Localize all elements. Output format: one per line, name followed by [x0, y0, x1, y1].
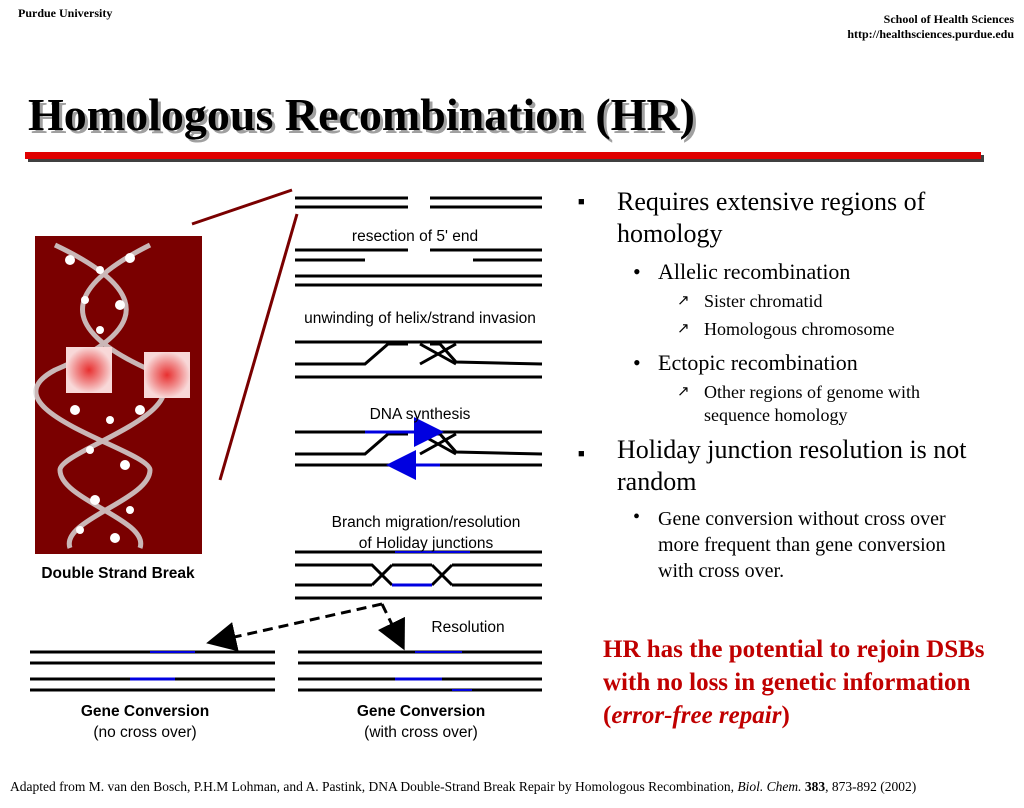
dna-synthesis — [295, 430, 543, 467]
bullet-allelic: Allelic recombination — [658, 259, 851, 284]
arrow-bullet-icon: ↗ — [677, 293, 690, 309]
square-bullet-icon: ■ — [578, 448, 585, 460]
dna-resected — [295, 248, 542, 287]
label-outcome1-title: Gene Conversion — [81, 703, 209, 720]
dot-bullet-icon: • — [633, 350, 641, 375]
citation-authors: Adapted from M. van den Bosch, P.H.M Loh… — [10, 779, 738, 794]
header-school-url[interactable]: http://healthsciences.purdue.edu — [847, 27, 1014, 41]
dna-outcome-no-crossover — [30, 650, 275, 692]
citation-volume: 383 — [804, 779, 826, 794]
dot-bullet-icon: • — [633, 506, 641, 528]
arrow-bullet-icon: ↗ — [677, 384, 690, 400]
citation: Adapted from M. van den Bosch, P.H.M Loh… — [10, 779, 916, 795]
label-strand-invasion: unwinding of helix/strand invasion — [304, 310, 536, 327]
zoom-line-top — [191, 188, 293, 226]
bullet-homologous-chromosome: Homologous chromosome — [704, 319, 895, 339]
dsb-highlight-right — [144, 352, 190, 398]
note-end: ) — [781, 702, 790, 729]
bullet-holiday-resolution: Holiday junction resolution is not rando… — [617, 435, 967, 496]
note-italic: error-free repair — [611, 702, 782, 729]
header-school: School of Health Sciences http://healths… — [847, 12, 1014, 42]
page-title: Homologous Recombination (HR) — [28, 89, 695, 140]
dna-broken-duplex — [295, 196, 542, 209]
arrow-bullet-icon: ↗ — [677, 321, 690, 337]
bullet-other-regions: Other regions of genome with sequence ho… — [704, 382, 920, 425]
label-outcome2-sub: (with cross over) — [364, 724, 478, 741]
bullet-gene-conversion: Gene conversion without cross over more … — [658, 508, 946, 582]
label-resolution: Resolution — [431, 619, 504, 636]
label-outcome1-sub: (no cross over) — [93, 724, 196, 741]
dna-helix-image — [33, 236, 202, 554]
arrow-to-no-crossover — [206, 602, 383, 652]
label-outcome2-title: Gene Conversion — [357, 703, 485, 720]
header-institution: Purdue University — [18, 6, 113, 20]
dna-holliday-junctions — [295, 550, 542, 600]
hr-summary-note: HR has the potential to rejoin DSBs with… — [603, 633, 1003, 732]
header-school-name: School of Health Sciences — [883, 12, 1014, 26]
dsb-highlight-left — [66, 347, 112, 393]
label-branch-migration-1: Branch migration/resolution — [332, 514, 521, 531]
dna-outcome-crossover — [298, 650, 542, 692]
label-resection: resection of 5' end — [352, 228, 478, 245]
dot-bullet-icon: • — [633, 259, 641, 284]
label-branch-migration-2: of Holiday junctions — [359, 535, 494, 552]
arrow-to-crossover — [377, 603, 405, 651]
bullet-ectopic: Ectopic recombination — [658, 350, 858, 375]
bullet-requires-homology: Requires extensive regions of homology — [617, 187, 926, 248]
zoom-line-bottom — [218, 213, 299, 481]
title-underline — [25, 152, 984, 162]
dna-strand-invasion — [295, 340, 543, 379]
note-text: HR has the potential to rejoin DSBs with… — [603, 636, 985, 729]
citation-journal: Biol. Chem. — [737, 779, 802, 794]
label-dsb: Double Strand Break — [41, 565, 195, 582]
label-dna-synthesis: DNA synthesis — [370, 406, 471, 423]
bullet-sister-chromatid: Sister chromatid — [704, 291, 823, 311]
citation-pages: , 873-892 (2002) — [825, 779, 917, 794]
square-bullet-icon: ■ — [578, 196, 585, 208]
